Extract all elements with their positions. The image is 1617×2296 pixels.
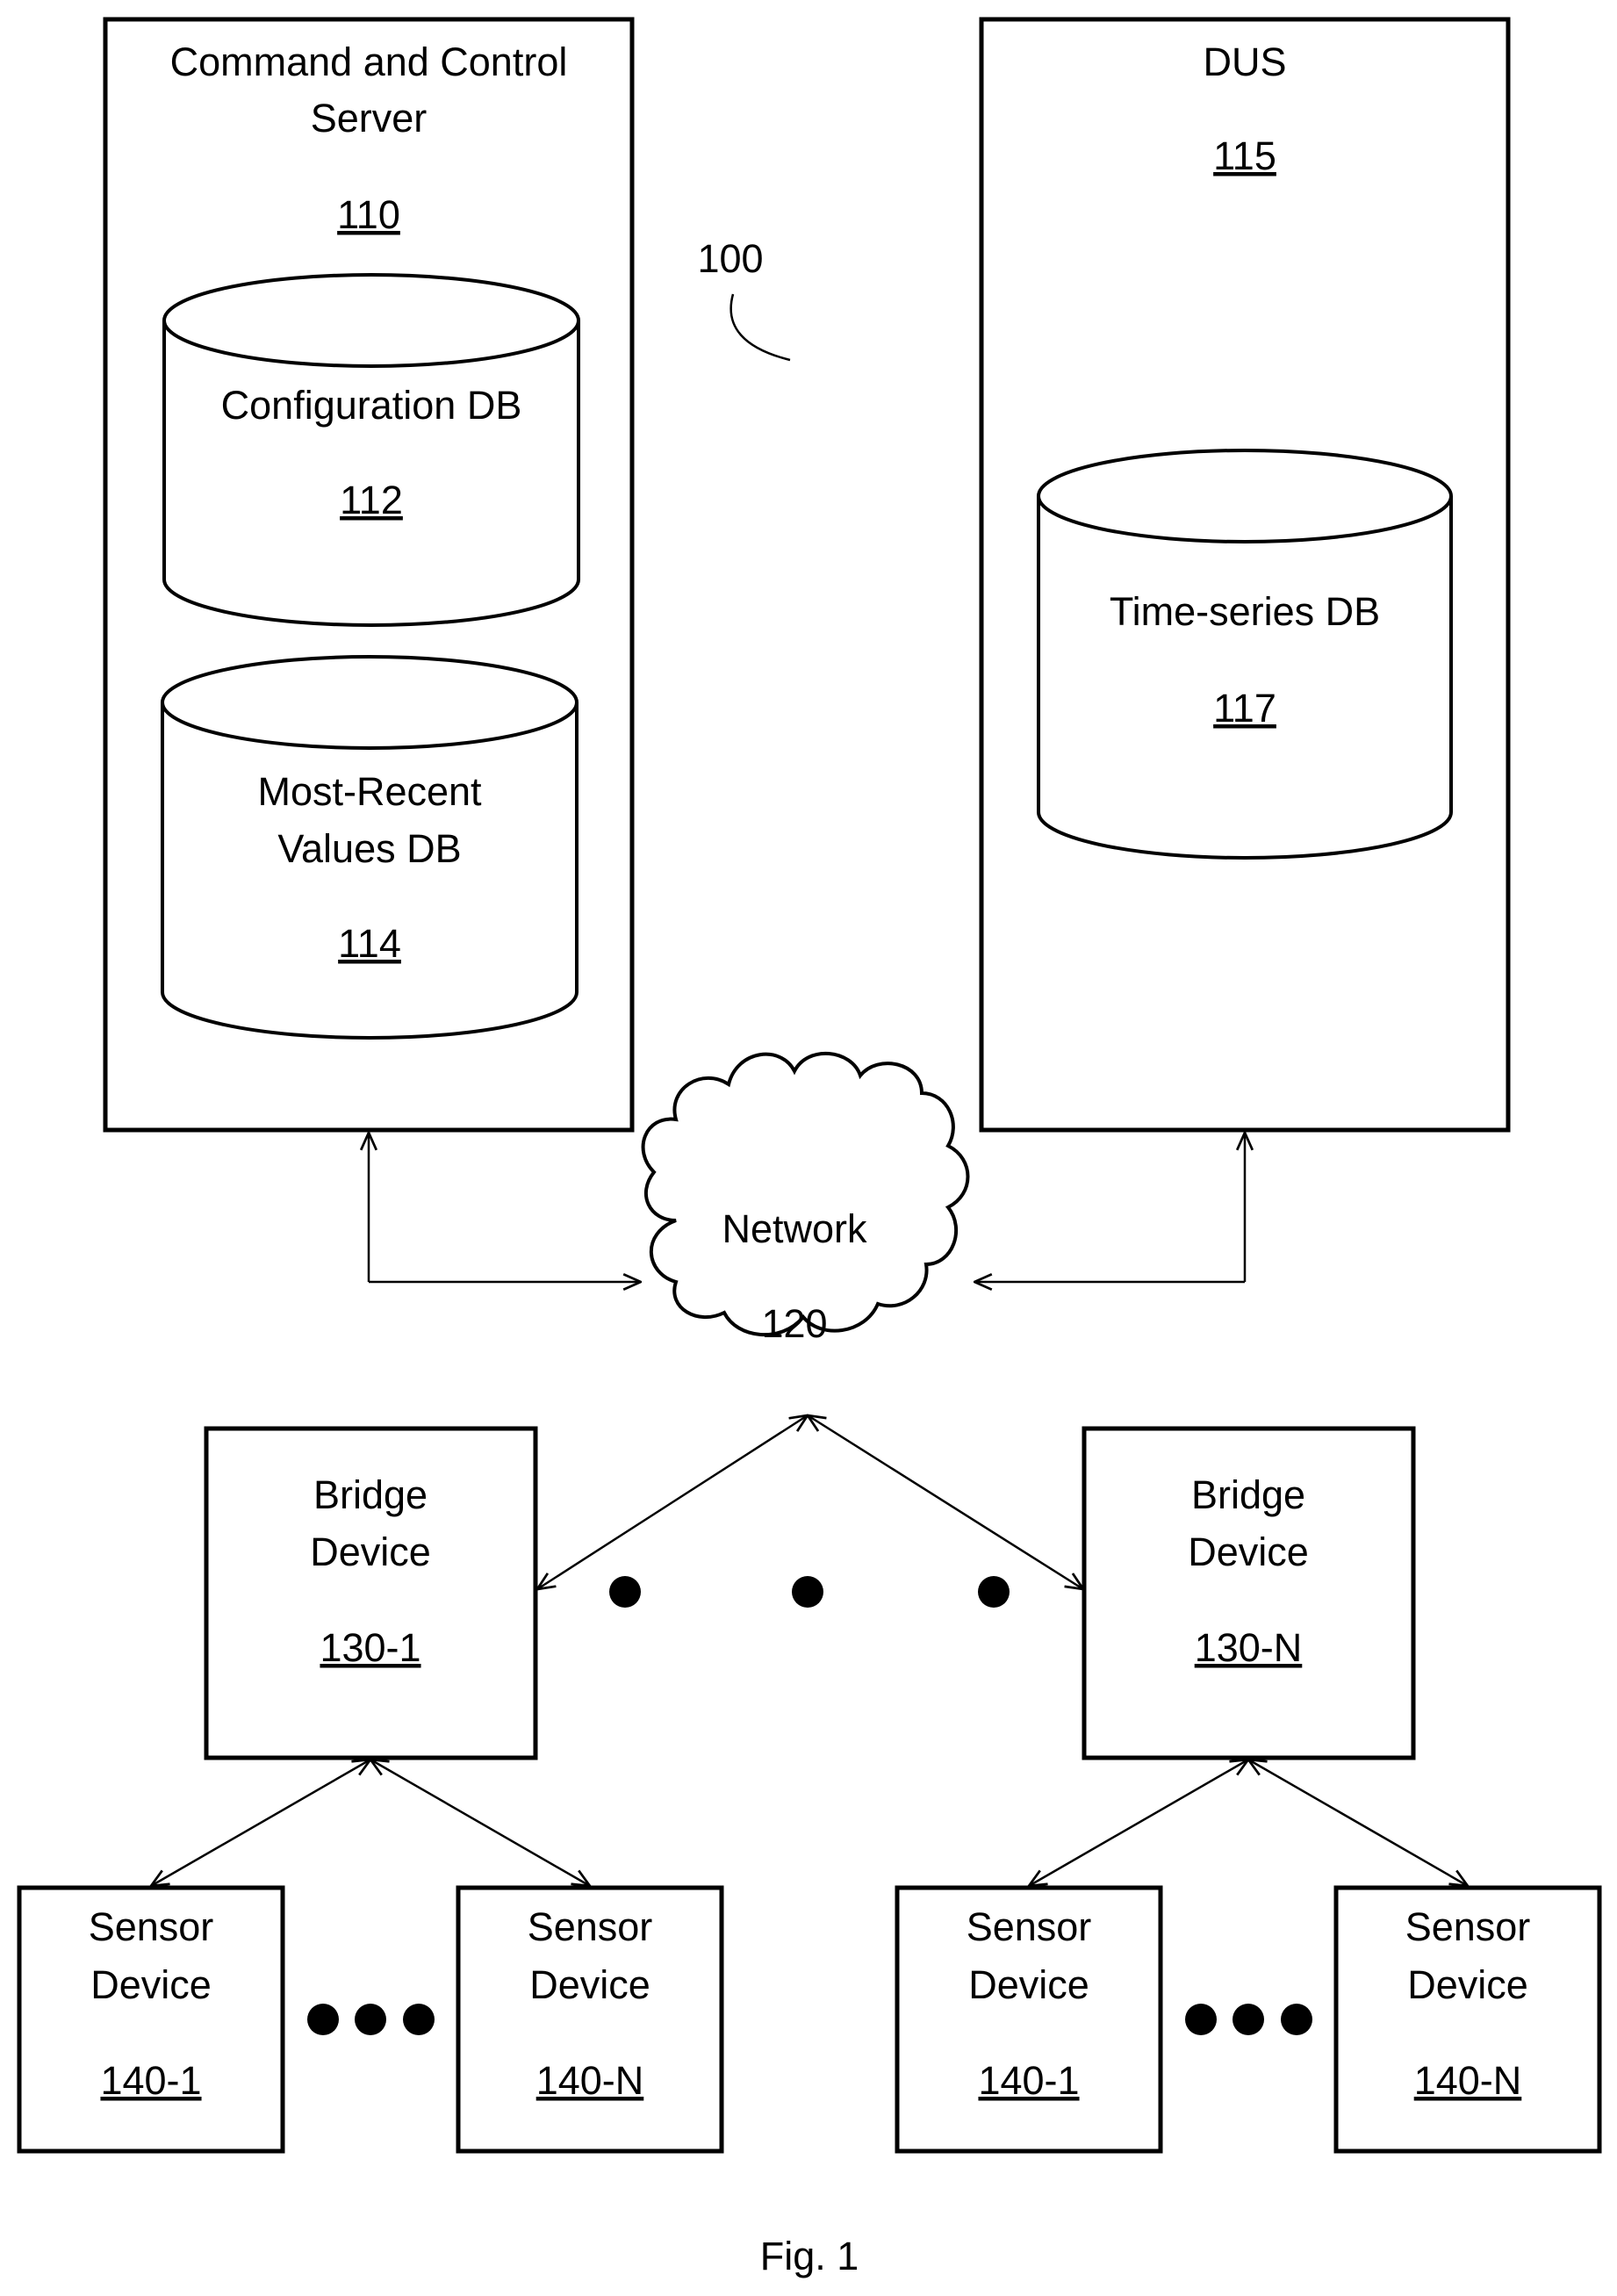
- most-recent-values-db: Most-Recent Values DB 114: [162, 657, 577, 1038]
- sensor-device-b1: Sensor Device 140-1: [897, 1888, 1161, 2151]
- network-label: Network: [722, 1206, 867, 1251]
- bridge-n-ref: 130-N: [1195, 1625, 1303, 1670]
- figure-caption: Fig. 1: [760, 2234, 859, 2278]
- sensor-a1-line1: Sensor: [89, 1904, 214, 1949]
- figure-reference: 100: [697, 236, 790, 360]
- sensor-device-a1: Sensor Device 140-1: [19, 1888, 283, 2151]
- bridgeN-sensor-bn-link: [1248, 1760, 1468, 1886]
- mrv-db-ref: 114: [338, 921, 401, 966]
- figure-ref-leader: [731, 294, 790, 360]
- sensor-b1-ref: 140-1: [978, 2058, 1079, 2103]
- sensor-ellipsis-left: [307, 2004, 435, 2035]
- sensor-an-line2: Device: [529, 1962, 650, 2007]
- sensor-device-bn: Sensor Device 140-N: [1336, 1888, 1599, 2151]
- cc-server-title-line2: Server: [311, 96, 428, 140]
- sensor-bn-line2: Device: [1407, 1962, 1528, 2007]
- network-bridge1-link: [537, 1415, 808, 1589]
- network-cloud: Network 120: [643, 1054, 968, 1346]
- bridge-1-line2: Device: [310, 1529, 431, 1574]
- bridge-1-ref: 130-1: [320, 1625, 420, 1670]
- bridge1-sensor-a1-link: [151, 1760, 370, 1886]
- sensor-a1-line2: Device: [90, 1962, 212, 2007]
- mrv-db-label-line2: Values DB: [277, 826, 461, 871]
- time-series-db-label: Time-series DB: [1110, 589, 1380, 634]
- cc-server-title-line1: Command and Control: [170, 40, 568, 84]
- network-bridgeN-link: [808, 1415, 1083, 1589]
- sensor-device-an: Sensor Device 140-N: [458, 1888, 722, 2151]
- configuration-db: Configuration DB 112: [164, 275, 579, 625]
- configuration-db-label: Configuration DB: [221, 383, 522, 428]
- time-series-db: Time-series DB 117: [1038, 450, 1451, 858]
- bridge1-sensor-an-link: [370, 1760, 590, 1886]
- sensor-b1-line2: Device: [968, 1962, 1089, 2007]
- bridge-device-1: Bridge Device 130-1: [206, 1429, 535, 1758]
- sensor-bn-line1: Sensor: [1405, 1904, 1531, 1949]
- sensor-an-line1: Sensor: [528, 1904, 653, 1949]
- bridgeN-sensor-b1-link: [1029, 1760, 1248, 1886]
- bridge-n-line1: Bridge: [1191, 1472, 1305, 1517]
- sensor-a1-ref: 140-1: [100, 2058, 201, 2103]
- mrv-db-label-line1: Most-Recent: [257, 769, 482, 814]
- bridge-ellipsis: [609, 1576, 1010, 1608]
- sensor-an-ref: 140-N: [536, 2058, 644, 2103]
- dus-ref: 115: [1213, 133, 1276, 178]
- cc-server-ref: 110: [337, 192, 400, 237]
- dus-title: DUS: [1203, 40, 1286, 84]
- sensor-ellipsis-right: [1185, 2004, 1312, 2035]
- figure-ref-label: 100: [697, 236, 763, 281]
- bridge-n-line2: Device: [1188, 1529, 1309, 1574]
- bridge-device-n: Bridge Device 130-N: [1084, 1429, 1413, 1758]
- bridge-1-line1: Bridge: [313, 1472, 428, 1517]
- sensor-b1-line1: Sensor: [967, 1904, 1092, 1949]
- configuration-db-ref: 112: [340, 478, 403, 522]
- sensor-bn-ref: 140-N: [1414, 2058, 1522, 2103]
- network-ref: 120: [761, 1301, 827, 1346]
- time-series-db-ref: 117: [1213, 686, 1276, 731]
